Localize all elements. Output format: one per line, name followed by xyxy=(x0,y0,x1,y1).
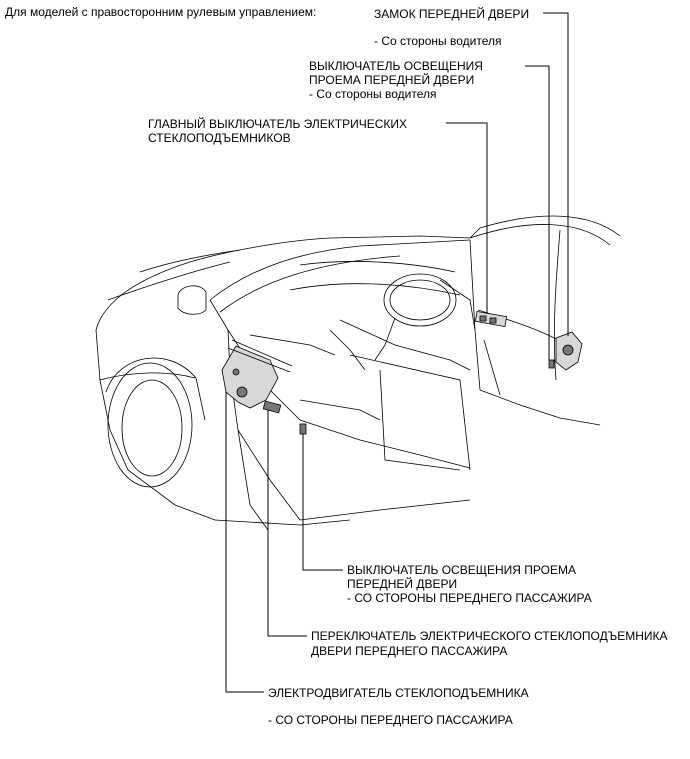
window-motor-label: ЭЛЕКТРОДВИГАТЕЛЬ СТЕКЛОПОДЪЕМНИКА xyxy=(268,686,529,700)
passenger-window-regulator xyxy=(221,339,293,409)
window-switch-label-line1: ПЕРЕКЛЮЧАТЕЛЬ ЭЛЕКТРИЧЕСКОГО СТЕКЛОПОДЪЕ… xyxy=(311,629,668,643)
master-switch-label-line1: ГЛАВНЫЙ ВЫКЛЮЧАТЕЛЬ ЭЛЕКТРИЧЕСКИХ xyxy=(148,117,407,131)
window-motor-sub: - СО СТОРОНЫ ПЕРЕДНЕГО ПАССАЖИРА xyxy=(268,713,513,727)
passenger-courtesy-switch xyxy=(299,423,307,435)
courtesy-passenger-label-line1: ВЫКЛЮЧАТЕЛЬ ОСВЕЩЕНИЯ ПРОЕМА xyxy=(347,563,576,577)
courtesy-driver-sub: - Со стороны водителя xyxy=(309,87,437,101)
master-window-switch xyxy=(474,311,508,327)
master-switch-label-line2: СТЕКЛОПОДЪЕМНИКОВ xyxy=(148,131,291,145)
courtesy-passenger-sub: - СО СТОРОНЫ ПЕРЕДНЕГО ПАССАЖИРА xyxy=(347,591,592,605)
window-switch-label-line2: ДВЕРИ ПЕРЕДНЕГО ПАССАЖИРА xyxy=(311,644,508,658)
driver-courtesy-switch xyxy=(548,359,555,369)
front-door-lock xyxy=(555,331,583,371)
dashboard-outline xyxy=(249,261,476,471)
vehicle-body-outline xyxy=(95,215,621,531)
passenger-window-switch xyxy=(262,400,282,414)
leader-lines xyxy=(225,12,569,693)
model-note: Для моделей с правосторонним рулевым упр… xyxy=(5,5,317,19)
courtesy-driver-label-line2: ПРОЕМА ПЕРЕДНЕЙ ДВЕРИ xyxy=(309,73,475,87)
courtesy-driver-label-line1: ВЫКЛЮЧАТЕЛЬ ОСВЕЩЕНИЯ xyxy=(309,59,483,73)
courtesy-passenger-label-line2: ПЕРЕДНЕЙ ДВЕРИ xyxy=(347,577,458,591)
door-lock-label: ЗАМОК ПЕРЕДНЕЙ ДВЕРИ xyxy=(374,7,530,21)
door-lock-sub: - Со стороны водителя xyxy=(374,34,502,48)
side-mirror xyxy=(177,285,207,315)
